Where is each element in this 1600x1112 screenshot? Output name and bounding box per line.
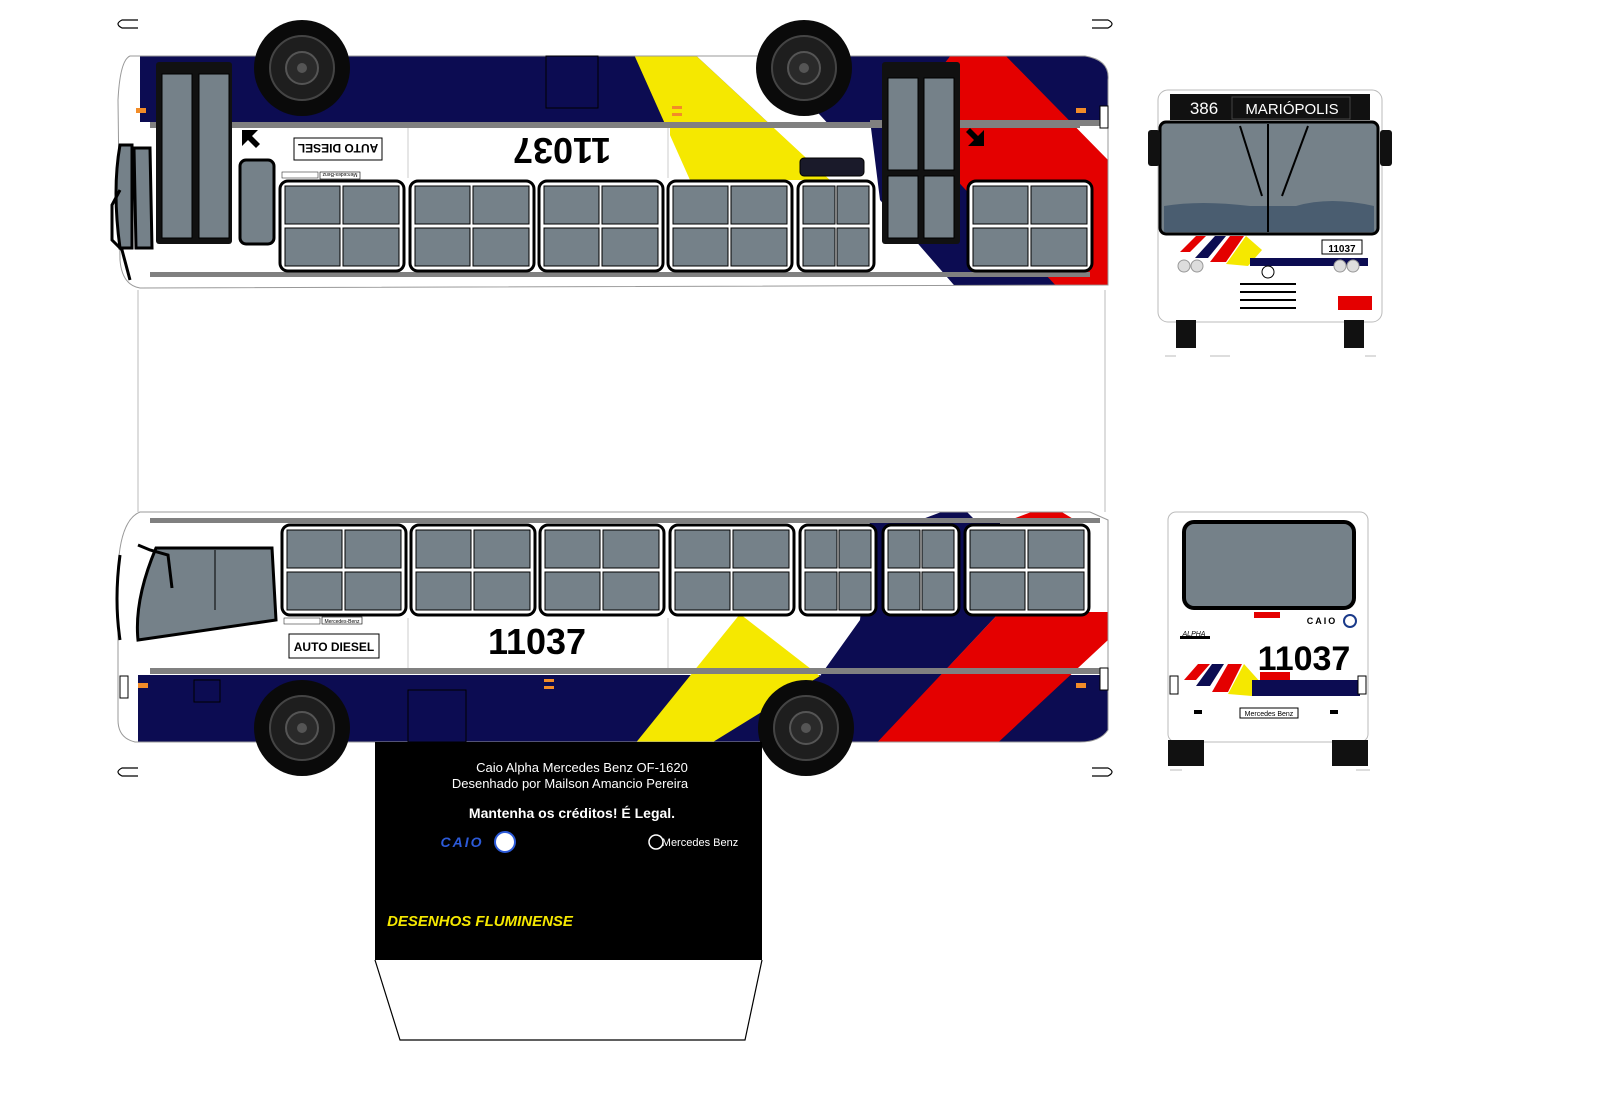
rear-model-label: ALPHA [1182, 631, 1206, 638]
fleet-number-top: 11037 [513, 130, 611, 171]
studio-name: DESENHOS FLUMINENSE [387, 913, 574, 930]
caio-logo-text: CAIO [441, 834, 484, 850]
roof-panel [137, 290, 1106, 512]
credits-panel: Caio Alpha Mercedes Benz OF-1620 Desenha… [374, 742, 763, 1041]
door-arrow-icon [242, 130, 260, 148]
wheel-icon [755, 19, 853, 117]
mercedes-star-icon [1261, 265, 1275, 279]
mercedes-logo-text: Mercedes Benz [662, 837, 738, 849]
mercedes-star-icon [648, 834, 664, 850]
operator-label-top: AUTO DIESEL [298, 141, 378, 155]
fleet-number-rear: 11037 [1258, 640, 1351, 678]
credits-line1: Caio Alpha Mercedes Benz OF-1620 [476, 760, 688, 775]
fleet-number-front: 11037 [1328, 244, 1356, 255]
caio-logo-icon [1343, 614, 1357, 628]
route-number: 386 [1190, 99, 1218, 118]
credits-line2: Desenhado por Mailson Amancio Pereira [452, 776, 689, 791]
door-arrow-icon [966, 128, 984, 146]
rear-plate-label: Mercedes Benz [1245, 711, 1294, 718]
bus-side-top: 11037 AUTO DIESEL Mercedes-Benz [110, 19, 1109, 289]
operator-label-bottom: AUTO DIESEL [294, 640, 374, 654]
fold-marks [117, 19, 1113, 777]
wheel-icon [253, 19, 351, 117]
caio-logo-icon [494, 831, 516, 853]
fleet-number-bottom: 11037 [488, 621, 586, 662]
bus-side-bottom: 11037 AUTO DIESEL Mercedes-Benz [115, 511, 1109, 777]
bus-front-view: 386 MARIÓPOLIS 11037 [1148, 89, 1392, 357]
rear-maker-label: CAIO [1307, 616, 1338, 626]
wheel-icon [757, 679, 855, 777]
route-destination: MARIÓPOLIS [1245, 101, 1338, 118]
brand-strip-bottom: Mercedes-Benz [324, 619, 360, 625]
wheel-icon [253, 679, 351, 777]
brand-strip-top: Mercedes-Benz [322, 171, 358, 177]
bus-rear-view: ALPHA CAIO 11037 Mercedes Benz [1167, 511, 1370, 771]
credits-line3: Mantenha os créditos! É Legal. [469, 805, 675, 821]
